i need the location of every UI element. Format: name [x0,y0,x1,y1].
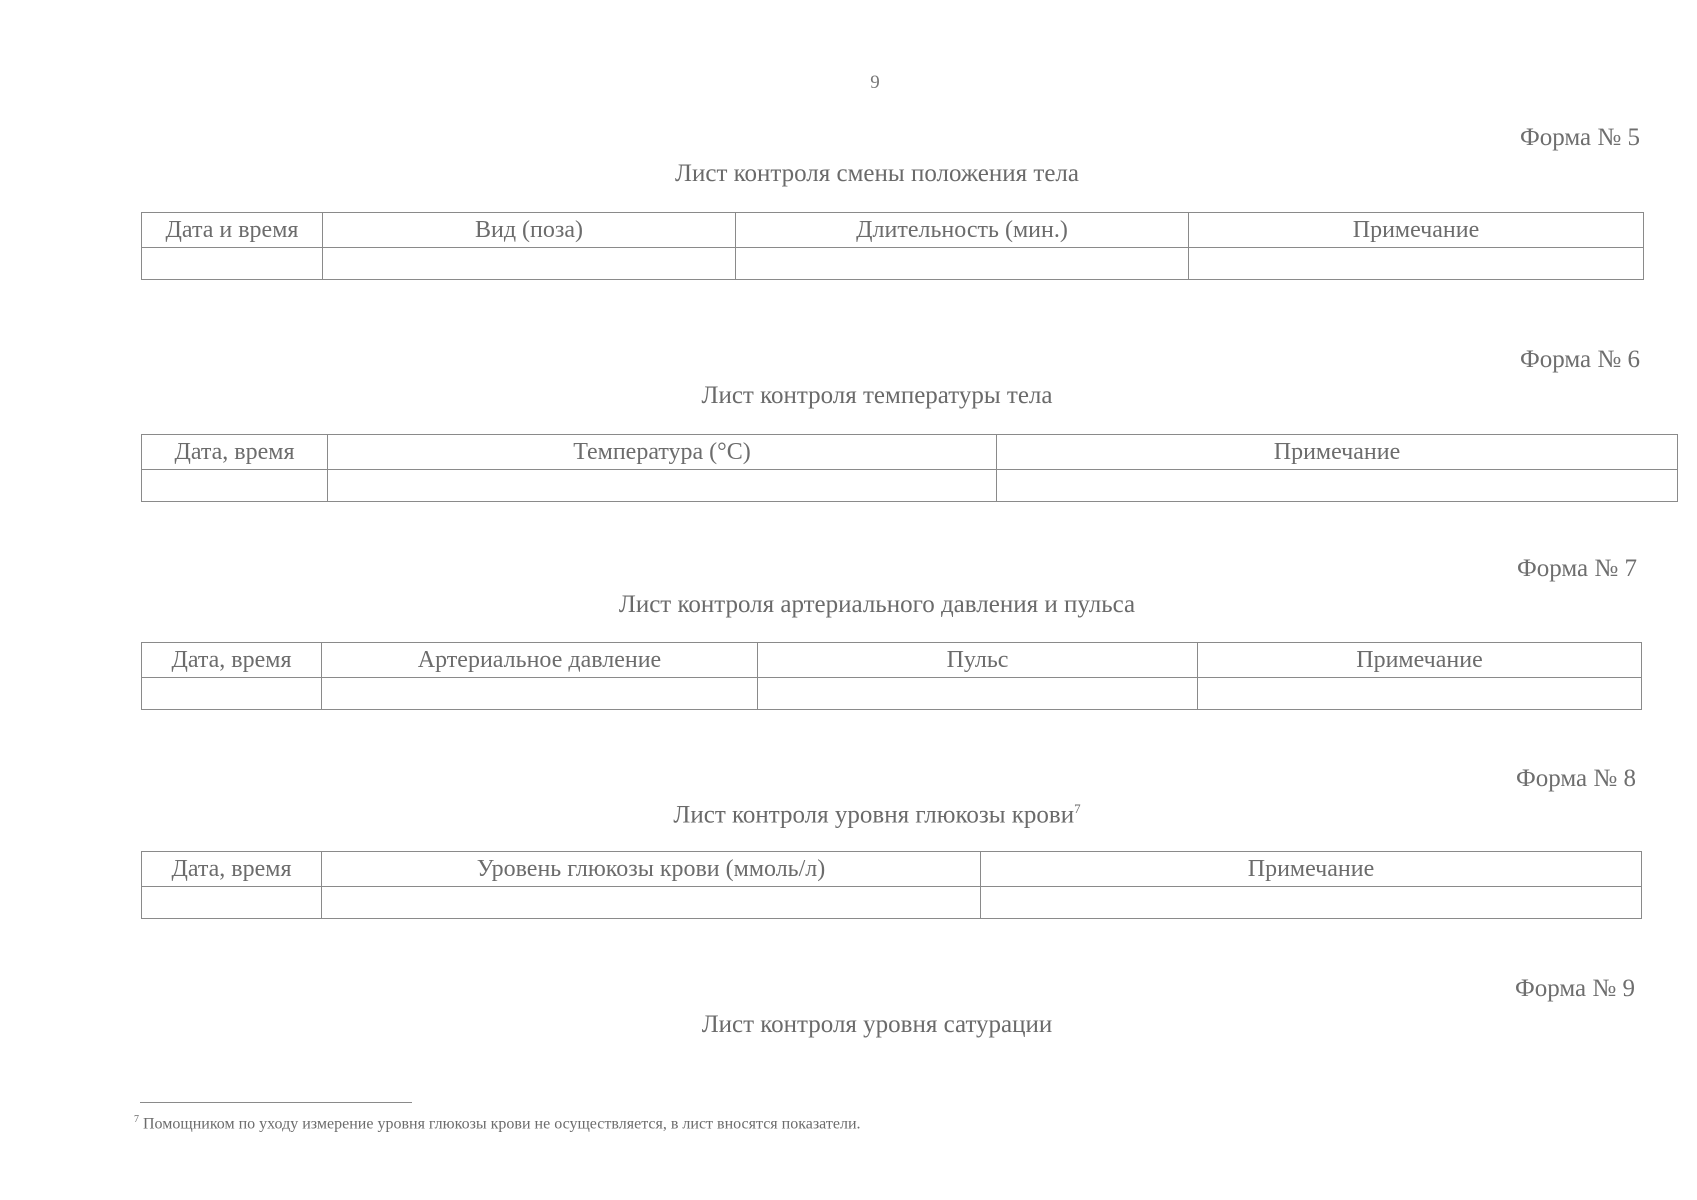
table-header-row: Дата, время Уровень глюкозы крови (ммоль… [141,851,1642,887]
form-6-title: Лист контроля температуры тела [701,382,1053,409]
column-header: Пульс [757,642,1198,678]
table-row [141,469,1678,502]
form-8-label: Форма № 8 [1516,765,1636,792]
form-9-title: Лист контроля уровня сатурации [701,1011,1053,1038]
column-header: Уровень глюкозы крови (ммоль/л) [321,851,981,887]
table-cell[interactable] [141,677,322,710]
column-header: Вид (поза) [322,212,736,248]
column-header: Примечание [1188,212,1644,248]
form-8-title-text: Лист контроля уровня глюкозы крови [673,801,1075,829]
form-5-table: Дата и время Вид (поза) Длительность (ми… [141,212,1644,280]
table-cell[interactable] [141,469,328,502]
column-header: Примечание [980,851,1642,887]
footnote-divider [140,1102,412,1103]
footnote-marker: 7 [1074,801,1081,816]
footnote: 7 Помощником по уходу измерение уровня г… [134,1114,861,1133]
table-cell[interactable] [996,469,1678,502]
column-header: Примечание [996,434,1678,470]
table-header-row: Дата, время Температура (°С) Примечание [141,434,1678,470]
form-8-title: Лист контроля уровня глюкозы крови7 [0,801,1697,829]
form-5-label: Форма № 5 [1520,124,1640,151]
table-cell[interactable] [321,677,758,710]
column-header: Примечание [1197,642,1642,678]
table-cell[interactable] [141,886,322,919]
form-5-title: Лист контроля смены положения тела [675,160,1079,187]
column-header: Дата, время [141,434,328,470]
table-header-row: Дата и время Вид (поза) Длительность (ми… [141,212,1644,248]
form-9-label: Форма № 9 [1515,975,1635,1002]
table-cell[interactable] [1188,247,1644,280]
table-cell[interactable] [735,247,1189,280]
form-7-title: Лист контроля артериального давления и п… [618,591,1136,618]
column-header: Длительность (мин.) [735,212,1189,248]
form-8-table: Дата, время Уровень глюкозы крови (ммоль… [141,851,1642,919]
table-cell[interactable] [757,677,1198,710]
table-cell[interactable] [322,247,736,280]
table-row [141,886,1642,919]
table-cell[interactable] [141,247,323,280]
form-6-label: Форма № 6 [1520,346,1640,373]
table-row [141,247,1644,280]
page-number: 9 [870,72,880,93]
table-header-row: Дата, время Артериальное давление Пульс … [141,642,1642,678]
column-header: Дата и время [141,212,323,248]
form-7-label: Форма № 7 [1517,555,1637,582]
table-row [141,677,1642,710]
footnote-mark: 7 [134,1114,139,1125]
footnote-text: Помощником по уходу измерение уровня глю… [143,1115,861,1133]
column-header: Артериальное давление [321,642,758,678]
table-cell[interactable] [321,886,981,919]
table-cell[interactable] [1197,677,1642,710]
form-6-table: Дата, время Температура (°С) Примечание [141,434,1678,502]
column-header: Температура (°С) [327,434,997,470]
form-7-table: Дата, время Артериальное давление Пульс … [141,642,1642,710]
column-header: Дата, время [141,642,322,678]
table-cell[interactable] [980,886,1642,919]
table-cell[interactable] [327,469,997,502]
column-header: Дата, время [141,851,322,887]
